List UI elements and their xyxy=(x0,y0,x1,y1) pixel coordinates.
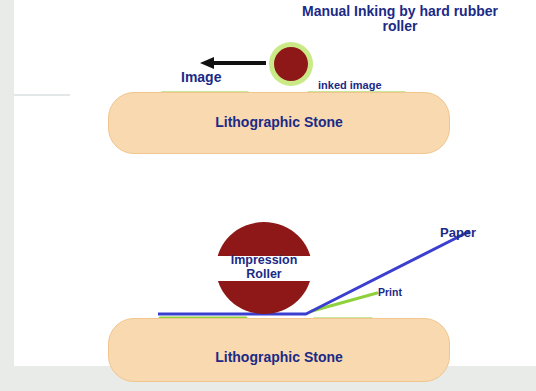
node-text: Lithographic Stone xyxy=(215,350,343,365)
lithographic-stone: Lithographic Stone xyxy=(108,92,450,154)
paper-sheet xyxy=(158,231,470,314)
impression-roller: Impression Roller xyxy=(216,222,312,314)
node-text: Impression Roller xyxy=(222,254,306,282)
lithographic-stone: Lithographic Stone xyxy=(108,318,450,382)
slide-rule xyxy=(14,95,70,96)
roller-caption: Manual Inking by hard rubber roller xyxy=(300,4,500,35)
node-text: Lithographic Stone xyxy=(215,115,343,130)
direction-arrow xyxy=(212,61,266,65)
print-label: Print xyxy=(378,287,402,299)
roller-core xyxy=(274,47,308,81)
slide-panel xyxy=(14,0,536,366)
image-label: Image xyxy=(181,70,221,85)
roller-rubber xyxy=(269,42,313,86)
inked-image-label: inked image xyxy=(318,79,382,91)
arrow-head xyxy=(200,57,214,69)
paper-label: Paper xyxy=(440,226,476,240)
